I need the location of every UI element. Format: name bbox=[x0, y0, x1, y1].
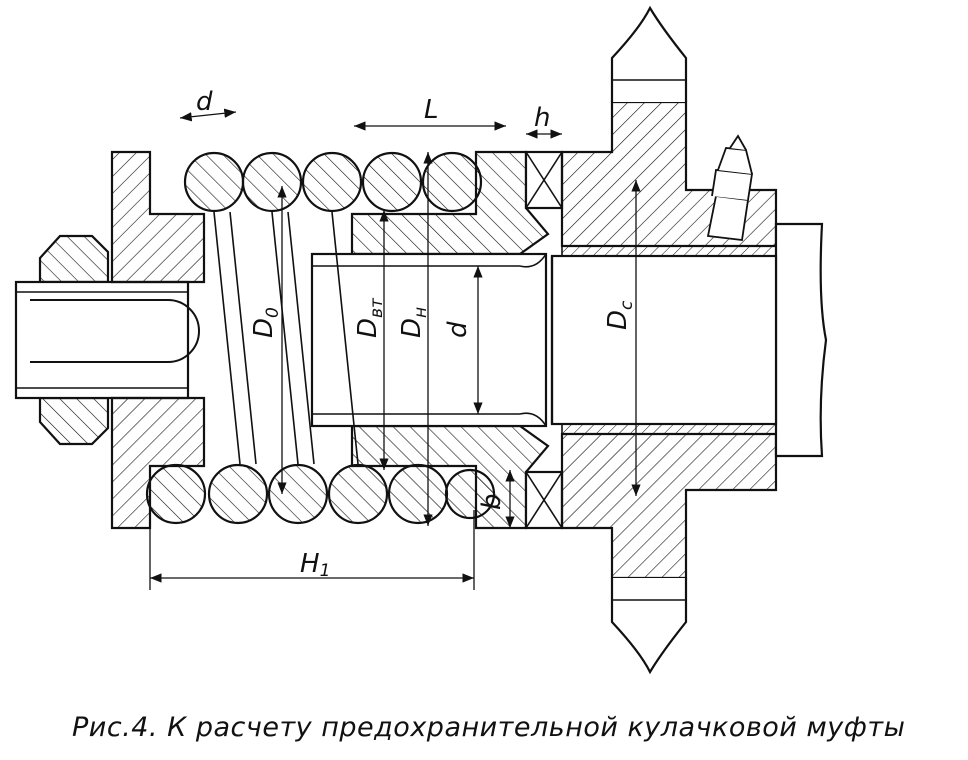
sleeve bbox=[310, 252, 548, 428]
bearings bbox=[524, 150, 564, 530]
grease-nipple bbox=[706, 134, 754, 241]
spring-coils bbox=[145, 151, 496, 525]
label-b: b bbox=[477, 493, 507, 510]
geometry bbox=[14, 5, 828, 675]
labels: d L h D0 Dвт Dн d Dc b H1 bbox=[196, 87, 637, 581]
dimension-lines bbox=[149, 108, 641, 590]
label-Dvt: Dвт bbox=[353, 297, 387, 338]
label-h: h bbox=[534, 103, 550, 133]
label-D0: D0 bbox=[249, 307, 283, 338]
label-Dc: Dc bbox=[603, 300, 637, 330]
label-H1: H1 bbox=[300, 549, 330, 581]
coupling-drawing: d L h D0 Dвт Dн d Dc b H1 bbox=[14, 5, 828, 675]
label-L: L bbox=[424, 95, 439, 125]
shaft-end bbox=[14, 280, 200, 400]
label-d-wire: d bbox=[196, 87, 213, 117]
label-d-shaft: d bbox=[443, 321, 473, 338]
left-flange bbox=[110, 150, 206, 530]
figure-caption: Рис.4. К расчету предохранительной кулач… bbox=[72, 712, 906, 743]
label-Dn: Dн bbox=[397, 307, 431, 338]
output-shaft bbox=[550, 222, 828, 458]
